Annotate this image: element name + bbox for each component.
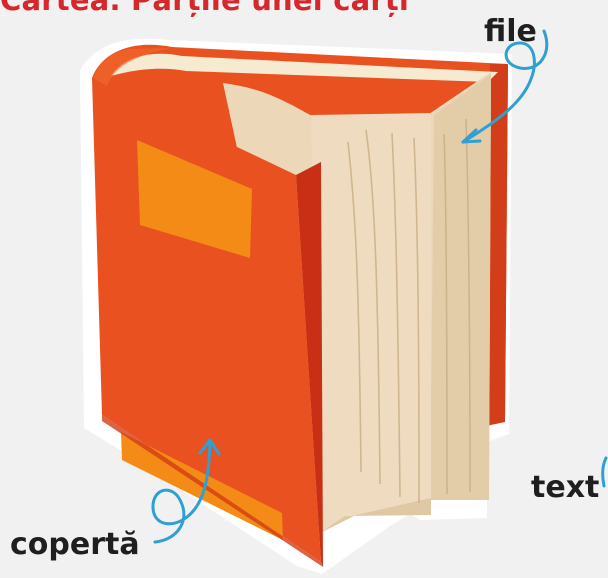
book-inner-pages xyxy=(311,113,431,533)
page-line xyxy=(465,118,471,493)
book-cover-highlight xyxy=(93,48,171,86)
page-line xyxy=(365,129,381,485)
label-file: file xyxy=(484,14,537,49)
cover-label-panel xyxy=(137,140,252,258)
file-arrow xyxy=(461,29,549,144)
text-arrow xyxy=(601,456,608,488)
coperta-arrow-head xyxy=(198,438,221,456)
book-top-pages xyxy=(111,53,498,82)
label-coperta: copertă xyxy=(10,527,140,562)
book-back-cover-edge xyxy=(486,64,508,426)
book-page-bottom xyxy=(320,498,431,533)
annotation-arrows xyxy=(151,29,608,544)
page-lines xyxy=(347,118,471,504)
book-page-side xyxy=(430,74,491,500)
page-line xyxy=(443,133,448,495)
cover-bottom-shadow xyxy=(102,415,323,567)
label-text: text xyxy=(531,470,600,505)
page-title: Cartea. Părțile unei cărți xyxy=(0,0,410,17)
page-line xyxy=(347,141,362,473)
page-line xyxy=(391,132,401,498)
book-front-edge xyxy=(296,162,323,567)
page-line xyxy=(413,137,420,504)
file-arrow-head xyxy=(461,128,482,144)
coperta-arrow xyxy=(151,438,212,544)
